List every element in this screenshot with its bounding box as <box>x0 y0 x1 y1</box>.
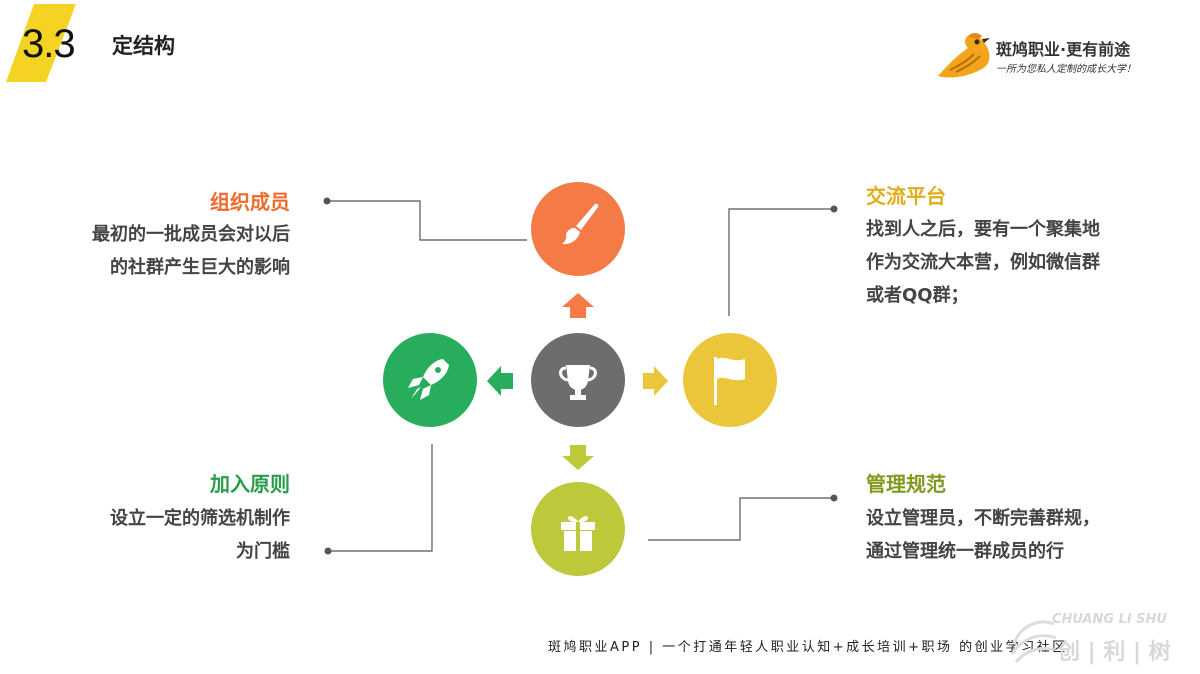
arrow-up-icon <box>562 293 594 318</box>
rules-line: 为门槛 <box>236 541 290 562</box>
platform-circle <box>683 333 777 427</box>
gift-icon <box>561 516 595 551</box>
rules-heading: 加入原则 <box>210 472 290 496</box>
management-circle <box>531 482 625 576</box>
section-badge <box>6 4 76 82</box>
center-circle <box>531 333 625 427</box>
trophy-icon <box>559 365 597 400</box>
management-heading: 管理规范 <box>866 472 946 496</box>
rules-connector <box>328 444 433 552</box>
members-line: 最初的一批成员会对以后 <box>92 224 290 245</box>
rules-circle <box>383 333 477 427</box>
watermark-logo-icon <box>1010 620 1057 664</box>
section-number: 3.3 <box>22 22 76 66</box>
platform-description: 找到人之后，要有一个聚集地 作为交流大本营，例如微信群 或者QQ群； <box>866 213 1100 312</box>
platform-heading: 交流平台 <box>866 184 946 208</box>
footer-text: 斑鸠职业APP | 一个打通年轻人职业认知+成长培训+职场 的创业学习社区 <box>548 640 1068 655</box>
rules-description: 设立一定的筛选机制作 为门槛 <box>110 502 290 568</box>
management-line: 通过管理统一群成员的行 <box>866 541 1064 562</box>
platform-connector <box>728 208 834 316</box>
watermark-latin: CHUANG LI SHU <box>1052 612 1167 627</box>
watermark-cjk: 创 | 利 | 树 <box>1058 640 1171 665</box>
management-connector-dot <box>830 494 838 502</box>
management-connector <box>648 497 834 541</box>
members-circle <box>531 182 625 276</box>
platform-line: 作为交流大本营，例如微信群 <box>866 252 1100 273</box>
rules-line: 设立一定的筛选机制作 <box>110 508 290 529</box>
bird-logo-icon <box>938 33 990 78</box>
platform-line: 找到人之后，要有一个聚集地 <box>866 219 1100 240</box>
brand-slogan: 一所为您私人定制的成长大学！ <box>996 64 1136 75</box>
rocket-icon <box>408 359 449 400</box>
flag-icon <box>714 357 745 405</box>
rules-connector-dot <box>324 547 332 555</box>
arrow-left-icon <box>487 366 513 396</box>
management-line: 设立管理员，不断完善群规， <box>866 508 1100 529</box>
brand-name: 斑鸠职业·更有前途 <box>996 40 1131 59</box>
paintbrush-icon <box>562 203 599 245</box>
management-description: 设立管理员，不断完善群规， 通过管理统一群成员的行 <box>866 502 1100 568</box>
members-connector-dot <box>323 197 331 205</box>
arrow-down-icon <box>562 445 594 470</box>
members-connector <box>327 200 527 241</box>
members-description: 最初的一批成员会对以后 的社群产生巨大的影响 <box>92 218 290 284</box>
members-heading: 组织成员 <box>210 190 290 214</box>
arrow-right-icon <box>643 366 668 396</box>
platform-line: 或者QQ群； <box>866 285 969 306</box>
section-title: 定结构 <box>112 34 175 58</box>
platform-connector-dot <box>830 205 838 213</box>
members-line: 的社群产生巨大的影响 <box>110 257 290 278</box>
